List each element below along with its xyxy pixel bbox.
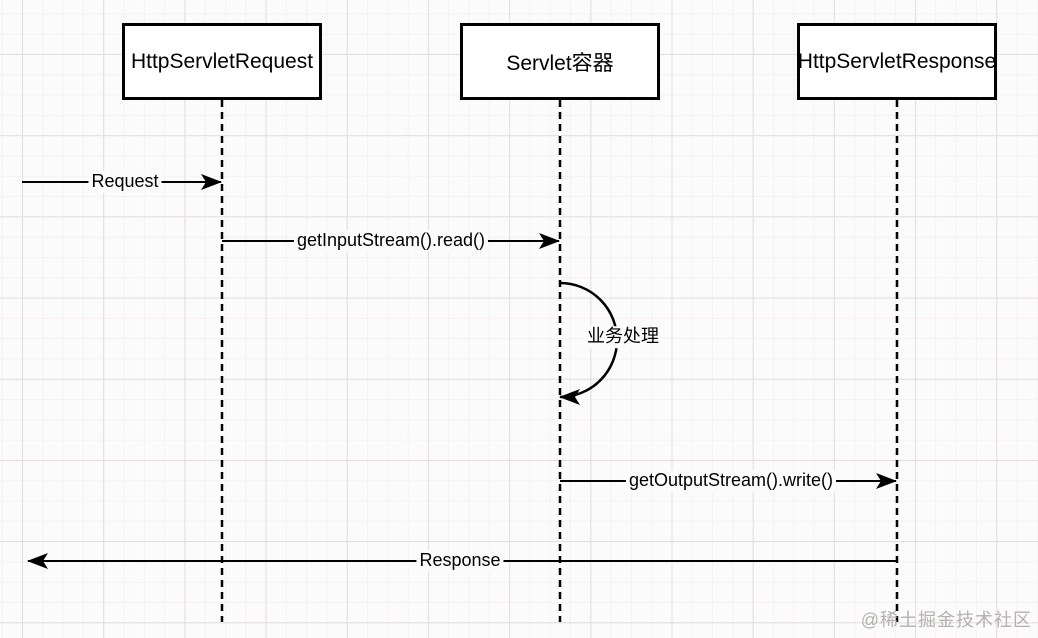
watermark-text: @稀土掘金技术社区 <box>860 610 1032 630</box>
participant-box-http-servlet-request: HttpServletRequest <box>122 23 322 100</box>
message-label-request: Request <box>88 171 162 193</box>
participant-label: HttpServletResponse <box>797 49 997 73</box>
message-label-response: Response <box>416 550 504 572</box>
message-label-business-processing: 业务处理 <box>584 326 662 348</box>
message-label-get-input-stream: getInputStream().read() <box>293 230 489 252</box>
participant-label: HttpServletRequest <box>130 49 314 73</box>
participant-box-http-servlet-response: HttpServletResponse <box>797 23 997 100</box>
participant-box-servlet-container: Servlet容器 <box>460 23 660 100</box>
participant-label: Servlet容器 <box>506 51 614 75</box>
message-label-get-output-stream: getOutputStream().write() <box>625 470 837 492</box>
